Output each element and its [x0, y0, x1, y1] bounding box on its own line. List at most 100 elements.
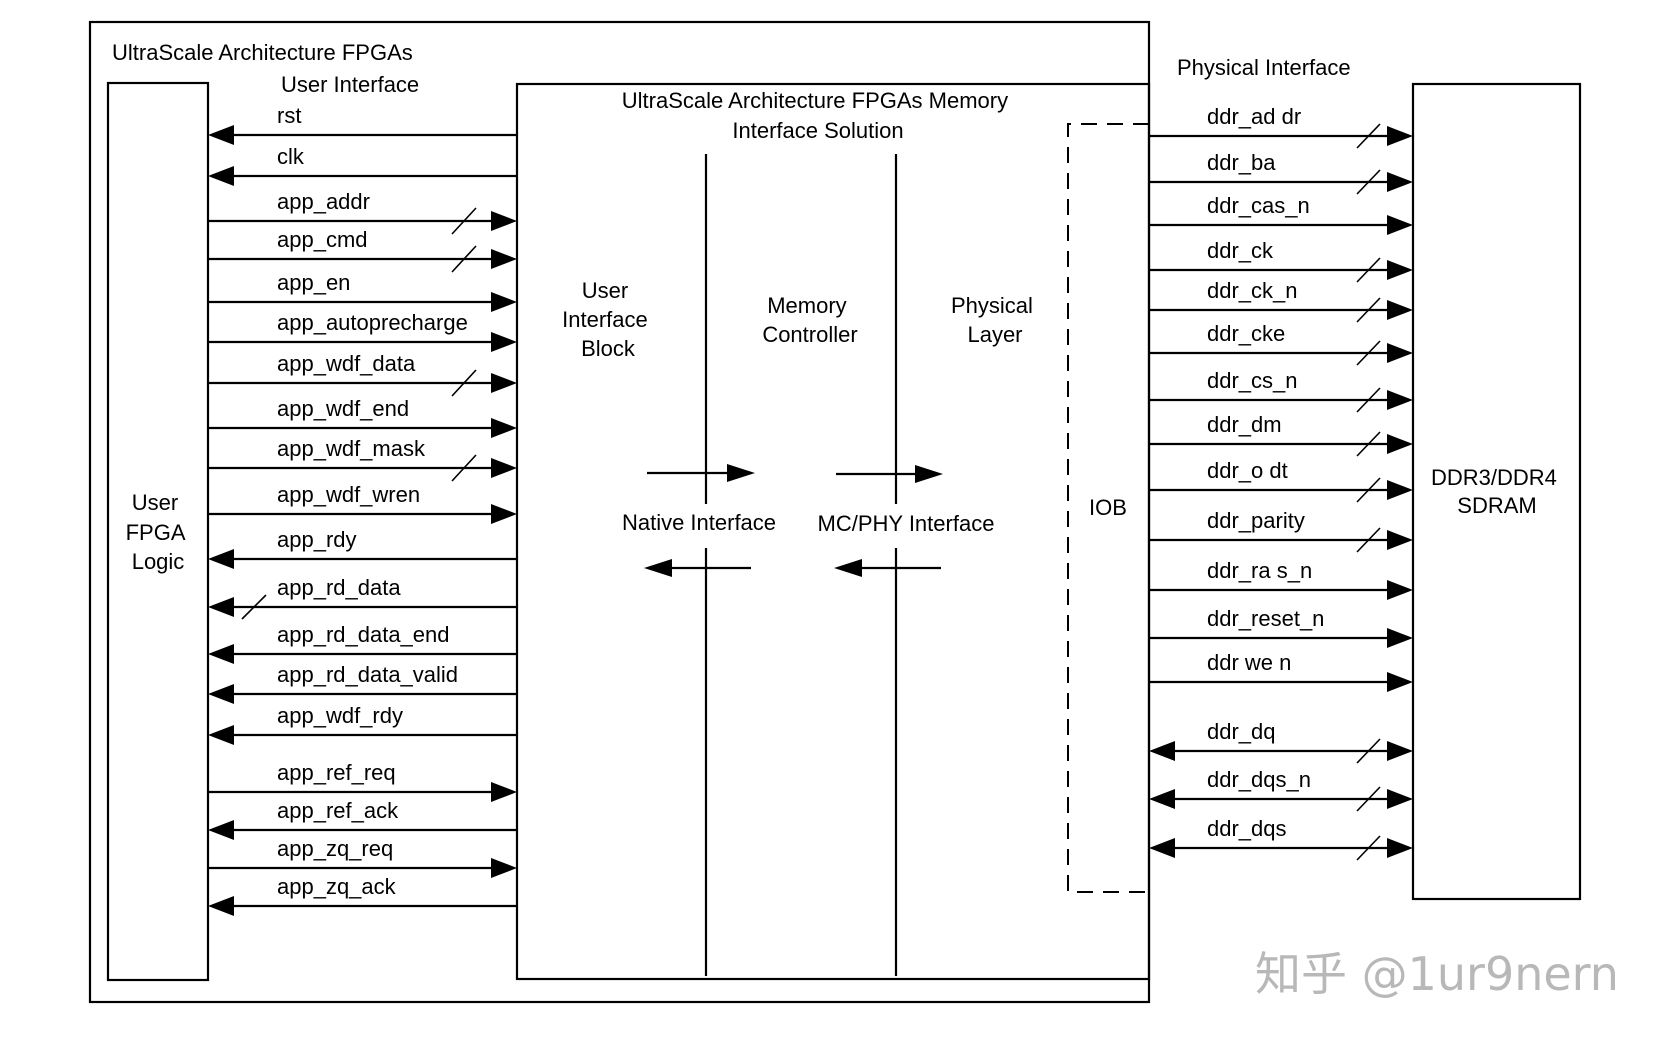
- arrowhead-right: [491, 782, 517, 802]
- signal-ddr-cke: ddr_cke: [1149, 321, 1413, 366]
- outer-title: UltraScale Architecture FPGAs: [112, 40, 413, 65]
- arrowhead-left: [208, 644, 234, 664]
- solution-title-line-1: UltraScale Architecture FPGAs Memory: [622, 88, 1008, 113]
- arrowhead-right: [1387, 434, 1413, 454]
- signal-label: app_en: [277, 270, 350, 295]
- signal-clk: clk: [208, 144, 517, 186]
- bus-slash: [1356, 786, 1381, 812]
- arrowhead-right: [1387, 260, 1413, 280]
- signal-label: ddr_dq: [1207, 719, 1276, 744]
- signal-ddr-ra-s-n: ddr_ra s_n: [1149, 558, 1413, 600]
- bus-slash: [1356, 431, 1381, 457]
- arrowhead-left: [208, 125, 234, 145]
- signal-app-zq-req: app_zq_req: [208, 836, 517, 878]
- signal-label: ddr_ad dr: [1207, 104, 1301, 129]
- user-fpga-logic-box: [106, 81, 210, 982]
- arrowhead-right: [491, 332, 517, 352]
- signal-label: ddr_cke: [1207, 321, 1285, 346]
- user-fpga-logic-line-2: FPGA: [126, 520, 186, 545]
- signal-app-cmd: app_cmd: [208, 227, 517, 273]
- arrowhead-right: [1387, 126, 1413, 146]
- signal-label: ddr_o dt: [1207, 458, 1288, 483]
- arrowhead-left: [1149, 789, 1175, 809]
- bus-slash: [1356, 297, 1381, 323]
- memory-controller-label: Memory Controller: [762, 293, 857, 347]
- signal-label: app_cmd: [277, 227, 368, 252]
- arrowhead-left: [1149, 741, 1175, 761]
- uib-line-3: Block: [581, 336, 636, 361]
- signal-label: app_rd_data_valid: [277, 662, 458, 687]
- bus-slash: [1356, 257, 1381, 283]
- signal-label: app_wdf_wren: [277, 482, 420, 507]
- signal-label: app_zq_ack: [277, 874, 397, 899]
- signal-ddr-o-dt: ddr_o dt: [1149, 458, 1413, 503]
- bus-slash: [1356, 835, 1381, 861]
- arrowhead-right: [491, 211, 517, 231]
- mc-phy-interface-label: MC/PHY Interface: [818, 511, 995, 536]
- arrowhead-right: [1387, 530, 1413, 550]
- memory-interface-solution-box: [515, 82, 1151, 981]
- arrowhead-right: [1387, 300, 1413, 320]
- signal-app-rd-data: app_rd_data: [208, 575, 517, 620]
- signal-label: app_wdf_data: [277, 351, 416, 376]
- bus-slash: [1356, 123, 1381, 149]
- bus-slash: [1356, 169, 1381, 195]
- solution-title: UltraScale Architecture FPGAs Memory Int…: [622, 88, 1014, 143]
- user-interface-block-label: User Interface Block: [562, 278, 654, 361]
- sdram-box: [1411, 82, 1582, 901]
- mc-line-1: Memory: [767, 293, 846, 318]
- native-interface-arrow-left: [644, 559, 751, 577]
- signal-label: app_rdy: [277, 527, 357, 552]
- arrowhead-left: [208, 597, 234, 617]
- bus-slash: [451, 369, 477, 397]
- signal-ddr-ad-dr: ddr_ad dr: [1149, 104, 1413, 149]
- signal-label: app_ref_req: [277, 760, 396, 785]
- arrowhead-left: [208, 896, 234, 916]
- watermark: 知乎 @1ur9nern: [1255, 947, 1619, 1001]
- signal-ddr-dqs: ddr_dqs: [1149, 816, 1413, 861]
- signal-ddr-cas-n: ddr_cas_n: [1149, 193, 1413, 235]
- user-interface-signals: rstclkapp_addrapp_cmdapp_enapp_autoprech…: [208, 103, 517, 916]
- arrowhead-left: [208, 684, 234, 704]
- arrowhead-right: [1387, 741, 1413, 761]
- physical-interface-label: Physical Interface: [1177, 55, 1351, 80]
- signal-label: ddr_ba: [1207, 150, 1276, 175]
- arrowhead-left: [208, 166, 234, 186]
- bus-slash: [1356, 738, 1381, 764]
- bus-slash: [1356, 527, 1381, 553]
- native-interface-label: Native Interface: [622, 510, 776, 535]
- signal-label: app_wdf_rdy: [277, 703, 403, 728]
- arrowhead-left: [208, 725, 234, 745]
- signal-label: app_wdf_end: [277, 396, 409, 421]
- signal-app-rd-data-valid: app_rd_data_valid: [208, 662, 517, 704]
- bus-slash: [451, 245, 477, 273]
- signal-ddr-ck-n: ddr_ck_n: [1149, 278, 1413, 323]
- arrowhead-right: [1387, 672, 1413, 692]
- signal-label: ddr_cs_n: [1207, 368, 1298, 393]
- arrowhead-right: [491, 292, 517, 312]
- signal-app-en: app_en: [208, 270, 517, 312]
- signal-app-wdf-wren: app_wdf_wren: [208, 482, 517, 524]
- user-interface-label: User Interface: [281, 72, 419, 97]
- signal-label: ddr_ra s_n: [1207, 558, 1312, 583]
- signal-label: ddr_cas_n: [1207, 193, 1310, 218]
- signal-label: app_rd_data: [277, 575, 401, 600]
- sdram-line-1: DDR3/DDR4: [1431, 465, 1557, 490]
- signal-app-wdf-rdy: app_wdf_rdy: [208, 703, 517, 745]
- iob-dashed-box: [1067, 123, 1149, 893]
- signal-label: ddr_parity: [1207, 508, 1305, 533]
- signal-app-wdf-end: app_wdf_end: [208, 396, 517, 438]
- signal-label: app_rd_data_end: [277, 622, 450, 647]
- bus-slash: [1356, 477, 1381, 503]
- arrowhead-right: [1387, 172, 1413, 192]
- signal-ddr-cs-n: ddr_cs_n: [1149, 368, 1413, 413]
- native-interface-arrow-right: [647, 464, 755, 482]
- signal-ddr-dm: ddr_dm: [1149, 412, 1413, 457]
- signal-app-ref-ack: app_ref_ack: [208, 798, 517, 840]
- signal-label: ddr_dm: [1207, 412, 1282, 437]
- signal-label: ddr we n: [1207, 650, 1291, 675]
- arrowhead-right: [1387, 789, 1413, 809]
- signal-ddr-reset-n: ddr_reset_n: [1149, 606, 1413, 648]
- sdram-label: DDR3/DDR4 SDRAM: [1431, 465, 1563, 518]
